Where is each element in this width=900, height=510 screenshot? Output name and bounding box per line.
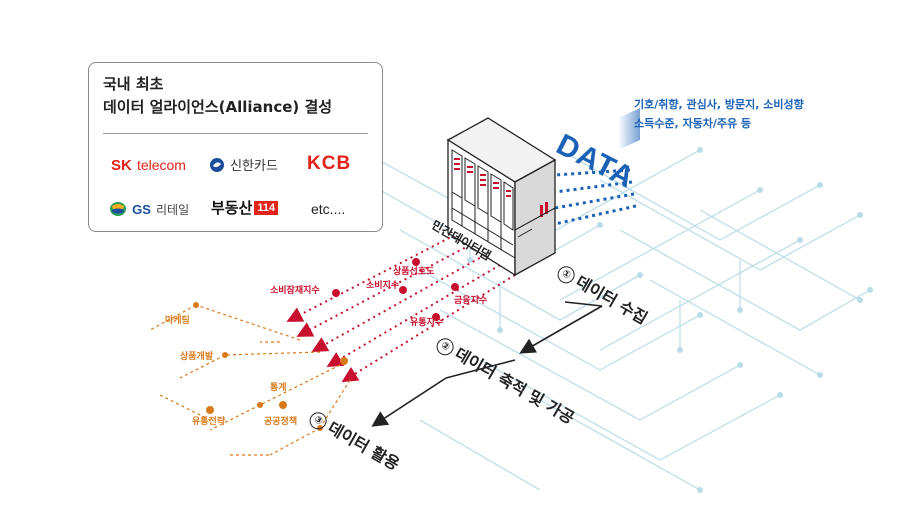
circuit-nodes <box>467 147 873 493</box>
index-label: 유통지수 <box>410 318 444 328</box>
alliance-title-line2: 데이터 얼라이언스(Alliance) 결성 <box>103 98 333 116</box>
alliance-divider <box>103 133 368 134</box>
data-inflow-lines <box>554 168 637 226</box>
data-sources: 기호/취향, 관심사, 방문지, 소비성향 소득수준, 자동차/주유 등 <box>634 95 804 133</box>
application-nodes <box>193 302 348 431</box>
application-label: 마케팅 <box>165 316 190 326</box>
alliance-title-line1: 국내 최초 <box>103 75 164 93</box>
budongsan-word: 부동산 <box>211 199 253 217</box>
circuit-pattern <box>359 149 871 491</box>
shinhan-symbol-icon <box>210 158 224 172</box>
alliance-box: 국내 최초 데이터 얼라이언스(Alliance) 결성 SK telecom … <box>88 62 383 232</box>
shinhan-card-logo-icon: 신한카드 <box>209 155 278 174</box>
data-dam-server-icon <box>446 117 557 277</box>
kcb-logo-icon: KCB <box>307 153 351 175</box>
index-nodes <box>332 258 459 321</box>
data-beam <box>618 108 640 150</box>
application-flows <box>149 304 351 456</box>
index-label: 소비잠재지수 <box>270 286 320 296</box>
application-label: 상품개발 <box>180 352 214 362</box>
index-label: 금융지수 <box>454 296 488 306</box>
budongsan-badge: 114 <box>254 201 279 215</box>
sk-mark: SK <box>111 157 132 174</box>
etc-text: etc.... <box>311 199 345 218</box>
collect-arrow-lead <box>564 301 603 307</box>
collect-arrow <box>519 305 603 354</box>
application-label: 유통전략 <box>192 417 226 427</box>
process-arrow-lead <box>445 359 516 379</box>
application-label: 통계 <box>270 383 287 393</box>
gs-mark: GS <box>132 202 151 217</box>
data-sources-line1: 기호/취향, 관심사, 방문지, 소비성향 <box>634 98 804 111</box>
gs-word: 리테일 <box>155 203 190 217</box>
index-label: 소비지수 <box>366 281 400 291</box>
index-flows <box>286 234 516 383</box>
index-label: 상품선호도 <box>393 267 435 277</box>
kcb-word: KCB <box>307 153 352 174</box>
data-sources-line2: 소득수준, 자동차/주유 등 <box>634 117 752 130</box>
gs-symbol-icon <box>110 202 126 216</box>
process-arrow <box>371 377 447 427</box>
shinhan-word: 신한카드 <box>230 159 278 174</box>
sk-word: telecom <box>136 157 186 173</box>
etc-word: etc.... <box>311 201 346 217</box>
gs-retail-logo-icon: GS 리테일 <box>109 199 189 218</box>
sk-telecom-logo-icon: SK telecom <box>111 155 186 174</box>
application-label: 공공정책 <box>264 417 298 427</box>
